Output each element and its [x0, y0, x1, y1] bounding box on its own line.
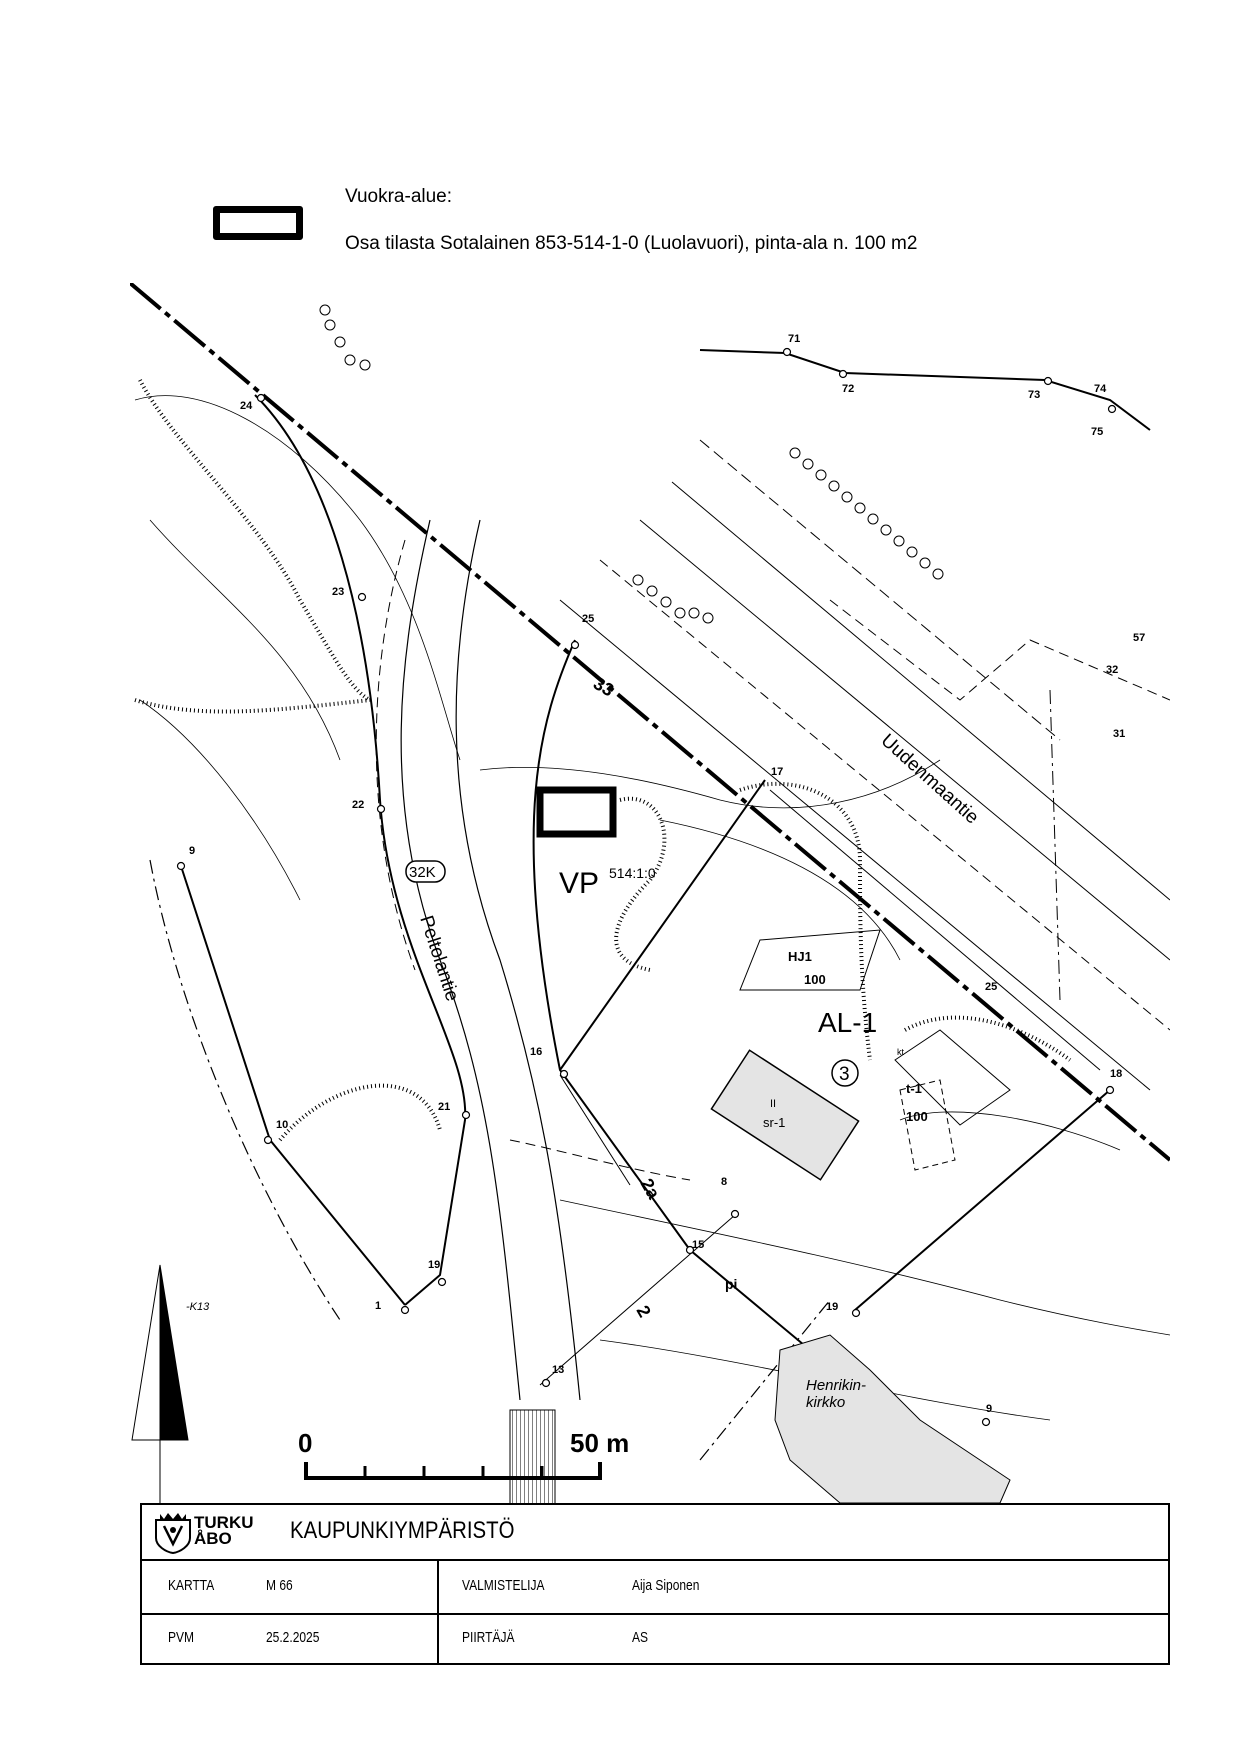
- main-boundary-line: [130, 283, 1170, 1162]
- church-label-2: kirkko: [806, 1394, 845, 1411]
- point-label: 19: [428, 1259, 440, 1271]
- date-label: PVM: [168, 1629, 195, 1646]
- map-id-value: M 66: [266, 1577, 293, 1594]
- building-floors-label: II: [770, 1098, 776, 1110]
- point-label: 15: [692, 1239, 704, 1251]
- zone-t1-label: t-1: [906, 1081, 922, 1096]
- point-label: 23: [332, 586, 344, 598]
- road-edge: [699, 439, 1061, 741]
- title-block-divider: [437, 1559, 439, 1663]
- road-edge: [375, 539, 416, 971]
- street-label-peltolantie: Peltolantie: [415, 913, 462, 1004]
- zone-al1-label: AL-1: [818, 1007, 877, 1038]
- legend-description: Osa tilasta Sotalainen 853-514-1-0 (Luol…: [345, 233, 918, 254]
- church-label-1: Henrikin-: [806, 1377, 866, 1394]
- north-arrow: [131, 1264, 189, 1505]
- point-label: 32: [1106, 664, 1118, 676]
- point-label: 1: [375, 1300, 381, 1312]
- point-label: 9: [189, 845, 195, 857]
- tree-row: [319, 304, 944, 624]
- road-edge: [400, 519, 521, 1401]
- drafter-label: PIIRTÄJÄ: [462, 1629, 515, 1646]
- road-edge: [639, 519, 1170, 961]
- property-line: [532, 639, 991, 1501]
- title-block-row-1: KARTTA M 66 VALMISTELIJA Aija Siponen: [142, 1559, 1168, 1615]
- legend-title: Vuokra-alue:: [345, 186, 453, 207]
- point-label: 31: [1113, 728, 1125, 740]
- point-label: 72: [842, 383, 854, 395]
- zone-t1-area: 100: [906, 1109, 928, 1124]
- parcel-label: 514:1:0: [609, 865, 656, 881]
- title-block-header: TURKU ÅBO KAUPUNKIYMPÄRISTÖ: [142, 1505, 1168, 1561]
- point-label: 71: [788, 333, 800, 345]
- scale-start-label: 0: [298, 1428, 312, 1458]
- map-id-label: KARTTA: [168, 1577, 215, 1594]
- street-label-uudenmaantie: Uudenmaantie: [877, 730, 983, 828]
- date-value: 25.2.2025: [266, 1629, 320, 1646]
- preparer-label: VALMISTELIJA: [462, 1577, 545, 1594]
- road-edge: [559, 599, 1151, 1091]
- drafter-value: AS: [632, 1629, 649, 1646]
- point-label: 16: [530, 1046, 542, 1058]
- lease-area-marker: [536, 786, 617, 838]
- preparer-value: Aija Siponen: [632, 1577, 700, 1594]
- title-block: TURKU ÅBO KAUPUNKIYMPÄRISTÖ KARTTA M 66 …: [140, 1503, 1170, 1665]
- point-label: 25: [985, 981, 997, 993]
- route-2-label: 2: [633, 1302, 655, 1321]
- road-badge-label: 32K: [409, 864, 436, 881]
- point-label: 19: [826, 1301, 838, 1313]
- scale-end-label: 50 m: [570, 1428, 629, 1458]
- point-label: 13: [552, 1364, 564, 1376]
- point-label: 73: [1028, 389, 1040, 401]
- building-sr1-label: sr-1: [763, 1115, 785, 1130]
- property-line: [254, 394, 467, 1306]
- building-church: [774, 1334, 1011, 1503]
- lease-area-legend-symbol: [213, 206, 303, 240]
- zone-k13-label: -K13: [186, 1301, 210, 1313]
- zone-number-label: 3: [839, 1064, 850, 1085]
- route-33-label: 33: [590, 673, 617, 700]
- brand-line-1: TURKU: [194, 1513, 254, 1532]
- route-2a-label: 2a: [637, 1175, 665, 1203]
- property-line: [699, 349, 1151, 431]
- point-label: 74: [1094, 383, 1107, 395]
- zone-number-circle: [831, 1059, 859, 1087]
- point-label: 10: [276, 1119, 288, 1131]
- point-label: 18: [1110, 1068, 1122, 1080]
- zone-kt-label: kt: [897, 1047, 905, 1057]
- survey-points: [176, 347, 1117, 1427]
- road-edge: [671, 481, 1170, 901]
- point-label: 22: [352, 799, 364, 811]
- road-edge: [455, 519, 581, 1401]
- property-line: [179, 862, 406, 1306]
- property-line: [854, 1089, 1111, 1311]
- brand-name: TURKU ÅBO: [194, 1513, 254, 1548]
- point-label: 9: [986, 1403, 992, 1415]
- point-label: 17: [771, 766, 783, 778]
- turku-crest-icon: [155, 1513, 191, 1554]
- point-label: 25: [582, 613, 594, 625]
- brand-line-2: ÅBO: [194, 1529, 232, 1548]
- point-label: 24: [240, 400, 253, 412]
- department-name: KAUPUNKIYMPÄRISTÖ: [290, 1517, 515, 1544]
- point-label: 75: [1091, 426, 1103, 438]
- road-edge: [599, 559, 1170, 1031]
- zone-hj1-label: HJ1: [788, 949, 812, 964]
- zone-vp-label: VP: [559, 867, 599, 900]
- title-block-row-2: PVM 25.2.2025 PIIRTÄJÄ AS: [142, 1613, 1168, 1663]
- point-label: 21: [438, 1101, 450, 1113]
- building-sr-1: [710, 1049, 860, 1181]
- zone-pi-label: pi: [725, 1276, 737, 1292]
- zone-hj1-area: 100: [804, 972, 826, 987]
- point-label: 8: [721, 1176, 727, 1188]
- scale-bar: 0 50 m: [298, 1428, 629, 1480]
- point-label: 57: [1133, 632, 1145, 644]
- road-badge: [405, 860, 446, 883]
- property-line: [559, 779, 766, 1071]
